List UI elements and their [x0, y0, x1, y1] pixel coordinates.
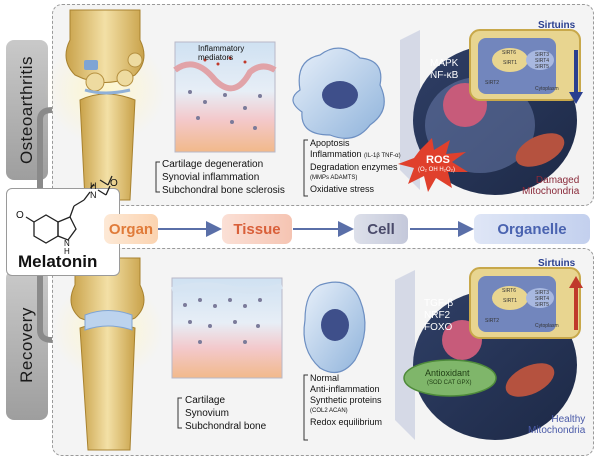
- antioxidant-sub-label: (SOD CAT GPX): [427, 380, 472, 386]
- healthy-sirtuins-label: Sirtuins: [538, 258, 576, 269]
- healthy-tissue-illustration: [171, 277, 283, 379]
- oa-cell-item: Oxidative stress: [310, 184, 375, 194]
- healthy-organ-bracket: [177, 397, 182, 429]
- ros-label: ROS: [426, 154, 450, 166]
- healthy-cell-list: Normal Anti-inflammation Synthetic prote…: [310, 373, 382, 428]
- stage-organelle: Organelle: [474, 214, 590, 244]
- healthy-cell-item: Synthetic proteins: [310, 395, 382, 405]
- oa-knee-illustration: [45, 9, 165, 201]
- healthy-sirt4: SIRT4: [535, 296, 550, 302]
- stage-cell: Cell: [354, 214, 408, 244]
- stage-tissue: Tissue: [222, 214, 292, 244]
- healthy-organelle-illustration: [395, 267, 581, 440]
- oa-pathway-list: MAPK NF-κB: [430, 58, 458, 82]
- healthy-cytoplasm-label: Cytoplasm: [535, 323, 559, 329]
- connector-bottom: [37, 268, 53, 343]
- antioxidant-bubble: [403, 359, 497, 397]
- oa-organ-bracket: [155, 161, 160, 193]
- inflammatory-mediators-label: Inflammatory mediators: [198, 44, 245, 62]
- healthy-cell-illustration: [303, 281, 366, 374]
- melatonin-nh: H N: [90, 181, 97, 200]
- healthy-mito-label-line2: Mitochondria: [528, 425, 586, 436]
- oa-sirt2: SIRT2: [485, 80, 500, 86]
- oa-cell-item: Inflammation (IL-1β TNF-α): [310, 149, 401, 159]
- ros-burst: [398, 138, 468, 192]
- oa-cell-item: Apoptosis: [310, 138, 350, 148]
- antioxidant-label: Antioxidant: [425, 368, 470, 378]
- damaged-mito-label-line2: Mitochondria: [522, 186, 580, 197]
- healthy-sirt6: SIRT6: [502, 288, 517, 294]
- healthy-sirt1: SIRT1: [503, 298, 518, 304]
- healthy-sirt5: SIRT5: [535, 302, 550, 308]
- sirtuin-down-arrowhead: [569, 92, 583, 104]
- healthy-organ-item: Synovium: [185, 408, 229, 419]
- oa-sirtuins-label: Sirtuins: [538, 20, 576, 31]
- healthy-organ-list: Cartilage Synovium Subchondral bone: [185, 394, 266, 433]
- healthy-cell-item: Normal: [310, 373, 340, 383]
- oa-cytoplasm-label: Cytoplasm: [535, 86, 559, 92]
- damaged-mito-label-line1: Damaged: [535, 175, 580, 186]
- pathway-foxo: FOXO: [424, 322, 453, 333]
- oa-cell-item: (MMPs ADAMTS): [310, 175, 358, 181]
- oa-cell-illustration: [292, 47, 385, 139]
- melatonin-title: Melatonin: [18, 252, 98, 271]
- healthy-mito-label-line1: Healthy: [551, 414, 586, 425]
- pathway-nfkb: NF-κB: [430, 70, 459, 81]
- oa-sirt6: SIRT6: [502, 50, 517, 56]
- healthy-organ-item: Cartilage: [185, 395, 226, 406]
- melatonin-nh-indole: N H: [64, 239, 70, 256]
- melatonin-o-carbonyl: O: [110, 178, 118, 189]
- oa-organelle-illustration: [400, 29, 581, 195]
- ros-sub-label: (O₂ OH H₂O₂): [418, 167, 455, 173]
- healthy-cell-bracket: [303, 374, 308, 441]
- healthy-cell-item: Redox equilibrium: [310, 417, 383, 427]
- pathway-nrf2: NRF2: [424, 310, 451, 321]
- melatonin-o-methoxy: O: [16, 210, 24, 221]
- oa-tissue-illustration: [173, 41, 277, 153]
- oa-organ-list: Cartilage degeneration Synovial inflamma…: [162, 158, 285, 197]
- healthy-mito-label: Healthy Mitochondria: [528, 414, 585, 436]
- damaged-mito-label: Damaged Mitochondria: [522, 175, 579, 197]
- oa-cell-list: Apoptosis Inflammation (IL-1β TNF-α) Deg…: [310, 138, 401, 195]
- oa-cell-bracket: [303, 139, 308, 197]
- oa-sirt1: SIRT1: [503, 60, 518, 66]
- healthy-cell-item: Anti-inflammation: [310, 384, 380, 394]
- healthy-cell-item: (COL2 ACAN): [310, 408, 348, 414]
- healthy-pathway-list: TGF-β NRF2 FOXO: [424, 298, 453, 334]
- oa-organ-item: Synovial inflammation: [162, 172, 260, 183]
- pathway-tgfb: TGF-β: [424, 298, 454, 309]
- oa-sirt3: SIRT3: [535, 52, 550, 58]
- healthy-sirt2: SIRT2: [485, 318, 500, 324]
- stage-organ: Organ: [104, 214, 158, 244]
- oa-cell-item: Degradation enzymes: [310, 162, 398, 172]
- pathway-mapk: MAPK: [430, 58, 459, 69]
- oa-organ-item: Cartilage degeneration: [162, 159, 264, 170]
- oa-organ-item: Subchondral bone sclerosis: [162, 185, 285, 196]
- healthy-organ-item: Subchondral bone: [185, 421, 267, 432]
- sirtuin-up-arrowhead: [569, 276, 583, 288]
- oa-sirt4: SIRT4: [535, 58, 550, 64]
- oa-sirt5: SIRT5: [535, 64, 550, 70]
- healthy-sirt3: SIRT3: [535, 290, 550, 296]
